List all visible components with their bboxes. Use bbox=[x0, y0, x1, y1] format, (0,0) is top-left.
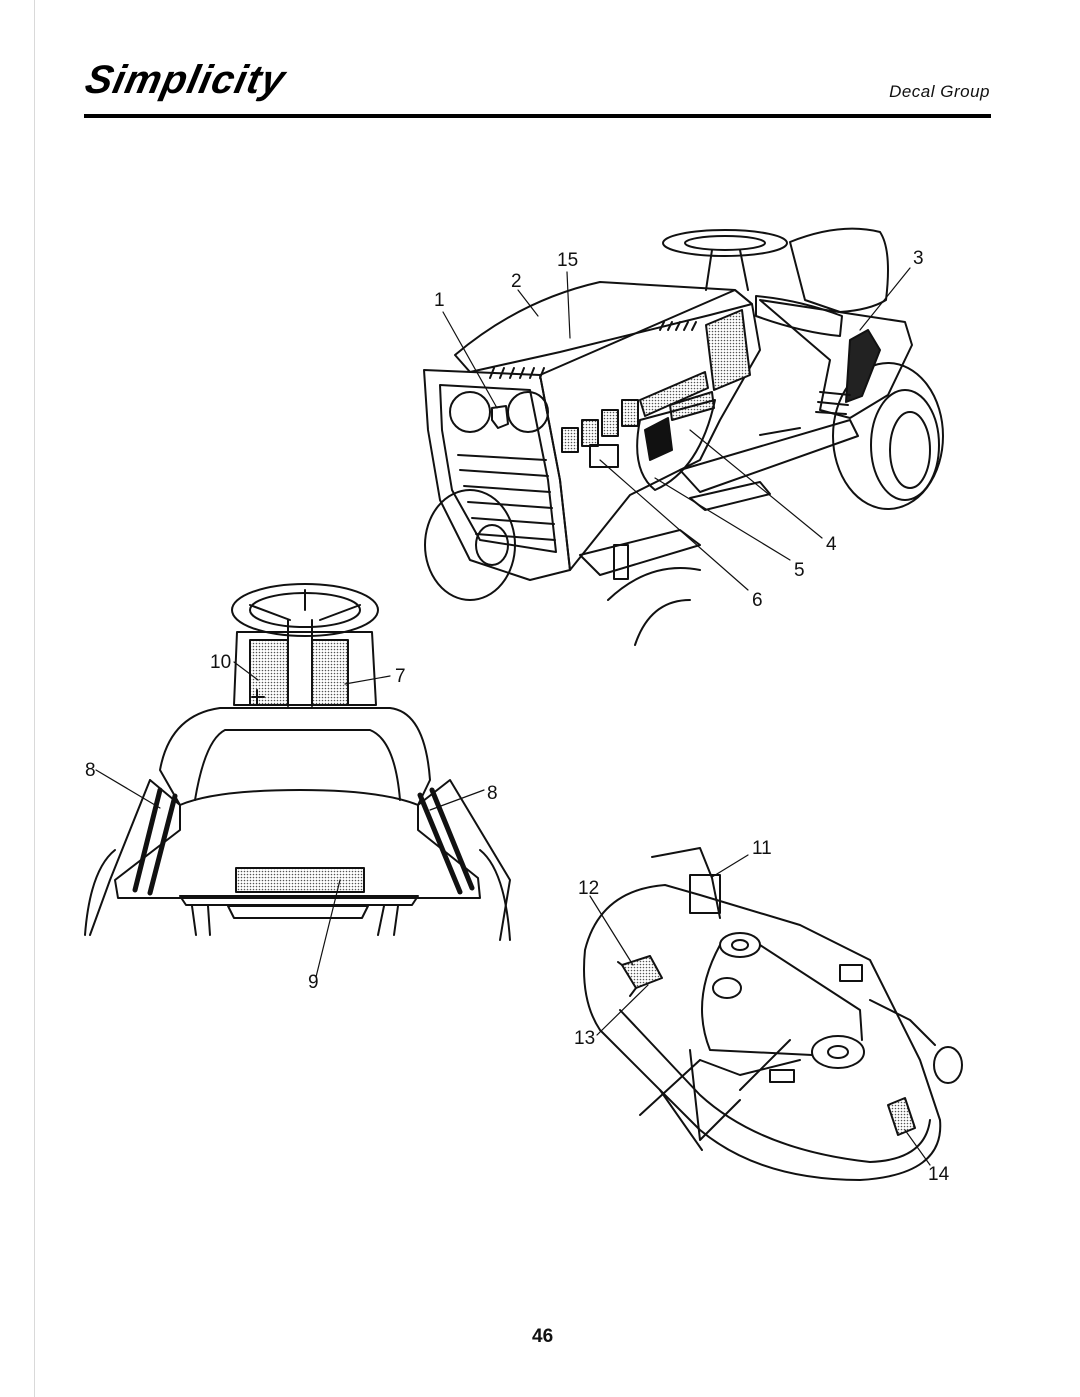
mower-deck bbox=[583, 884, 942, 1181]
footboard bbox=[679, 419, 859, 493]
hood-front bbox=[423, 369, 571, 581]
leader-lines bbox=[95, 267, 931, 1166]
header-rule bbox=[84, 114, 991, 118]
engine-opening bbox=[636, 399, 716, 491]
callout-3: 3 bbox=[913, 248, 924, 269]
decal-7-panel bbox=[311, 639, 349, 706]
callout-12: 12 bbox=[578, 878, 599, 899]
rear-wheel bbox=[832, 362, 944, 510]
callout-10: 10 bbox=[210, 652, 231, 673]
scan-edge-line bbox=[34, 0, 35, 1397]
callout-8-left: 8 bbox=[85, 760, 96, 781]
tractor-seat bbox=[789, 227, 889, 313]
callout-5: 5 bbox=[794, 560, 805, 581]
page-number: 46 bbox=[532, 1326, 554, 1347]
callout-15: 15 bbox=[557, 250, 578, 271]
section-title: Decal Group bbox=[889, 82, 990, 101]
callout-7: 7 bbox=[395, 666, 406, 687]
rear-seat-back bbox=[159, 707, 431, 806]
callout-13: 13 bbox=[574, 1028, 595, 1049]
decal-11-mount bbox=[689, 874, 721, 914]
rear-fenders bbox=[114, 779, 511, 941]
callout-14: 14 bbox=[928, 1164, 950, 1185]
rear-steering-wheel bbox=[231, 583, 379, 637]
decal-12 bbox=[621, 955, 663, 989]
pulley-2 bbox=[712, 977, 742, 999]
decal-10-panel bbox=[249, 639, 289, 706]
hood-top bbox=[454, 281, 753, 373]
front-wheel bbox=[424, 489, 516, 601]
pulley-3 bbox=[811, 1035, 865, 1069]
headlight-right bbox=[507, 391, 549, 433]
side-logo-decal bbox=[639, 371, 709, 417]
headlight-left bbox=[449, 391, 491, 433]
callout-4: 4 bbox=[826, 534, 837, 555]
callout-8-right: 8 bbox=[487, 783, 498, 804]
callout-2: 2 bbox=[511, 271, 522, 292]
decal-1-emblem bbox=[491, 405, 509, 429]
rear-view-illustration bbox=[84, 583, 511, 941]
gauge-wheel bbox=[933, 1046, 963, 1084]
decal-14 bbox=[887, 1097, 916, 1136]
callout-6: 6 bbox=[752, 590, 763, 611]
callout-11: 11 bbox=[752, 838, 772, 859]
steering-wheel bbox=[662, 229, 788, 257]
dash-console bbox=[233, 631, 377, 706]
lift-handle bbox=[651, 847, 721, 919]
pulley-1 bbox=[719, 932, 761, 958]
hood-side bbox=[539, 289, 761, 571]
tractor-illustration bbox=[423, 227, 944, 646]
rear-fender bbox=[759, 299, 913, 419]
decal-9-logo bbox=[235, 867, 365, 893]
decal-6 bbox=[589, 444, 619, 468]
callout-1: 1 bbox=[434, 290, 445, 311]
callout-9: 9 bbox=[308, 972, 319, 993]
